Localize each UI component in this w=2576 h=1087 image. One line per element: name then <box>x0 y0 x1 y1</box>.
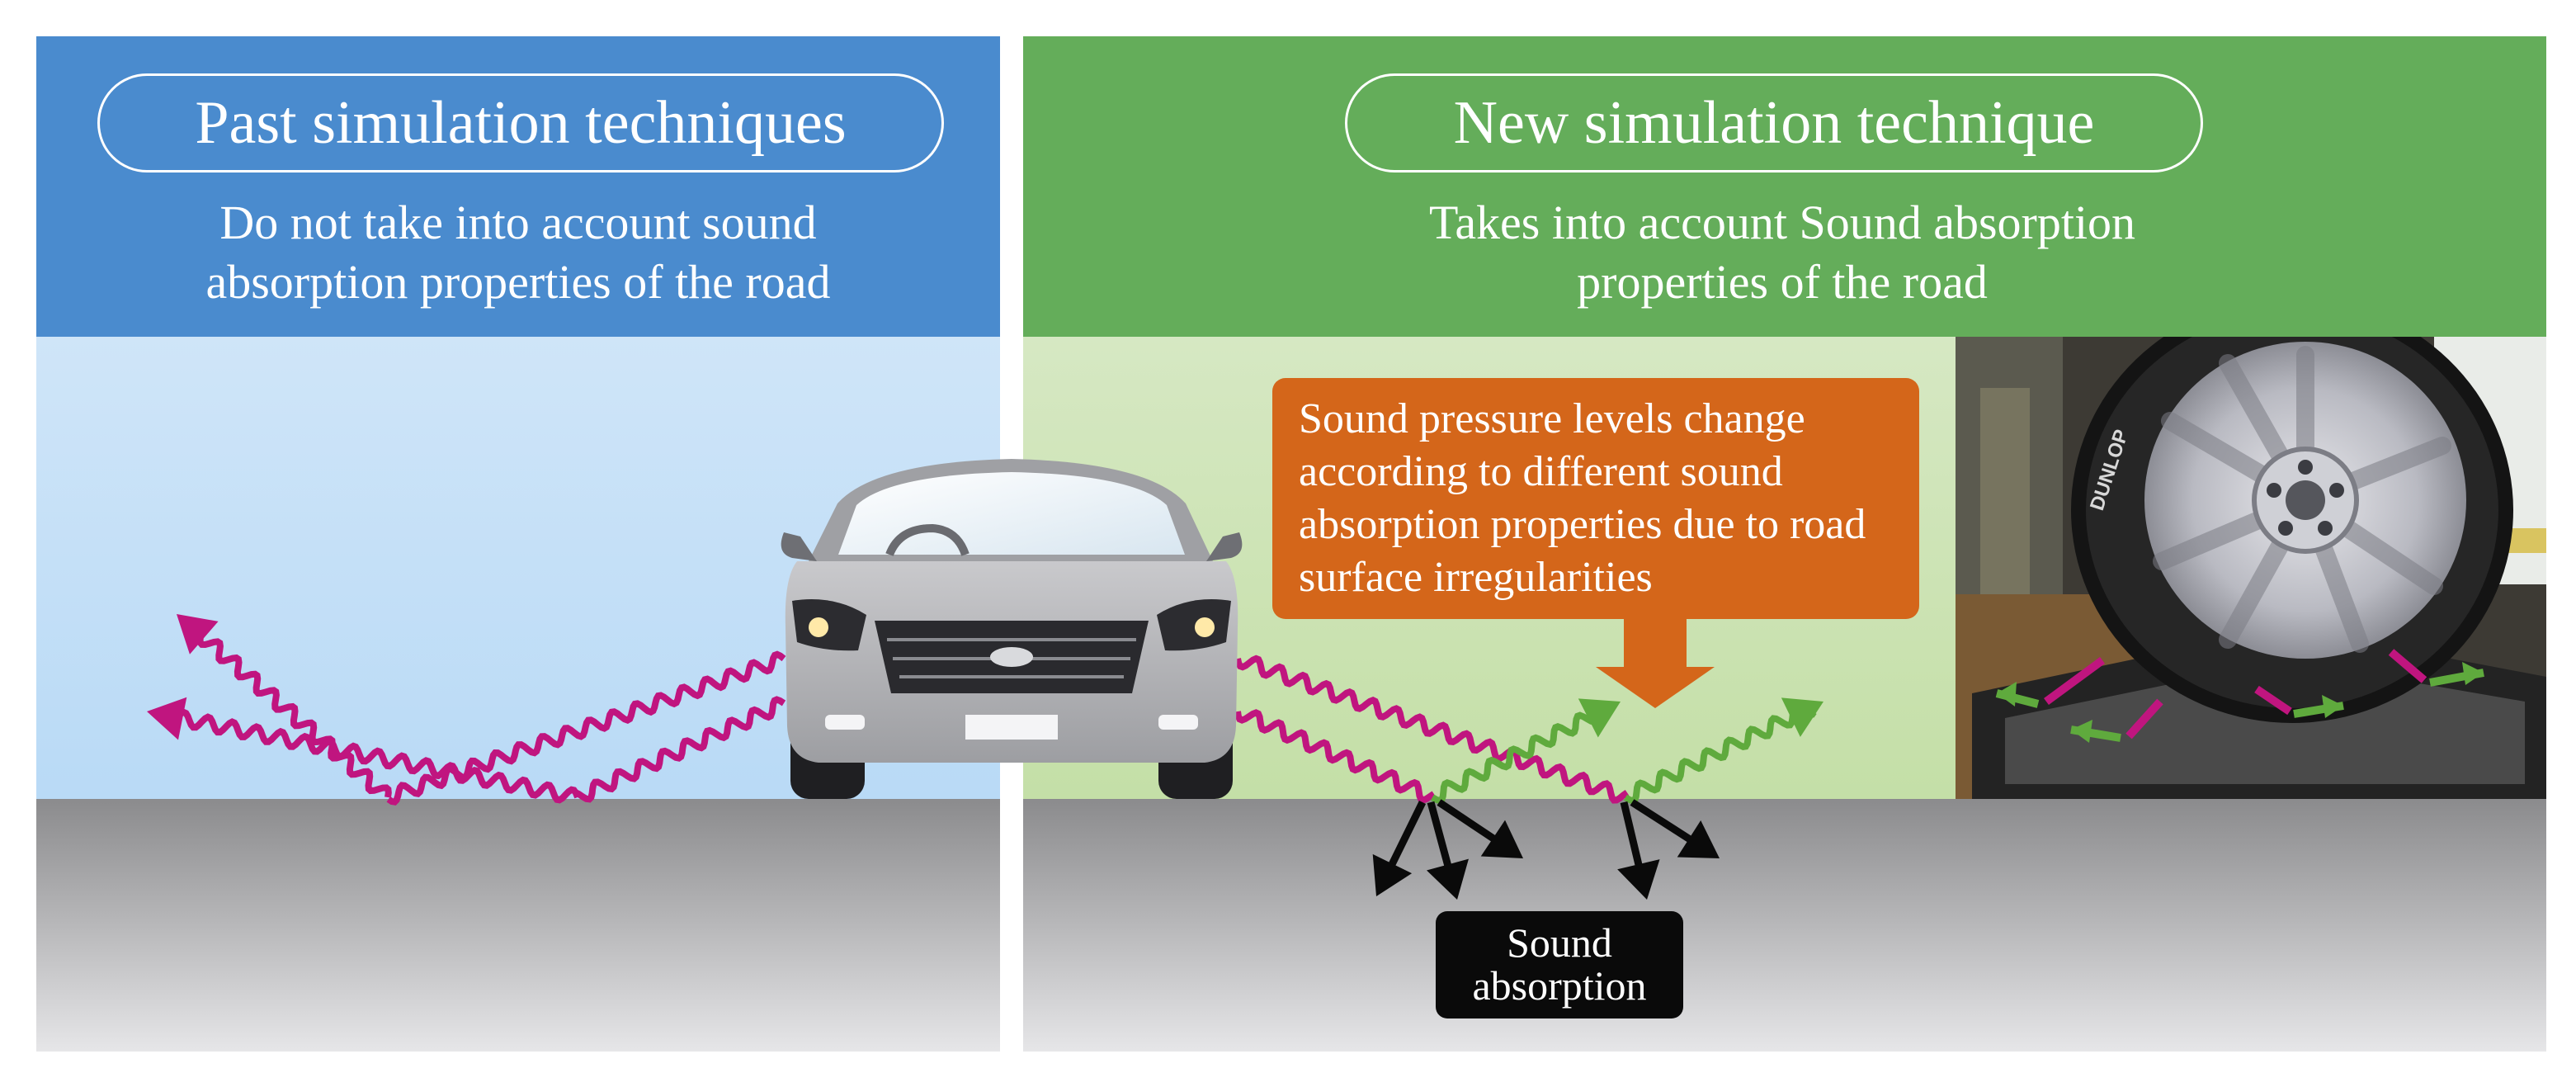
past-sky <box>36 337 1000 799</box>
past-road <box>36 799 1000 1052</box>
new-road <box>1023 799 2546 1052</box>
callout-box: Sound pressure levels change according t… <box>1272 378 1919 619</box>
past-title: Past simulation techniques <box>97 73 944 173</box>
new-header: New simulation technique Takes into acco… <box>1023 36 2546 337</box>
past-subtitle: Do not take into account sound absorptio… <box>205 196 831 309</box>
absorption-label: Sound absorption <box>1436 911 1683 1018</box>
new-subtitle: Takes into account Sound absorption prop… <box>1428 196 2136 309</box>
past-techniques-panel: Past simulation techniques Do not take i… <box>36 36 1000 1052</box>
new-title: New simulation technique <box>1345 73 2203 173</box>
past-header: Past simulation techniques Do not take i… <box>36 36 1000 337</box>
